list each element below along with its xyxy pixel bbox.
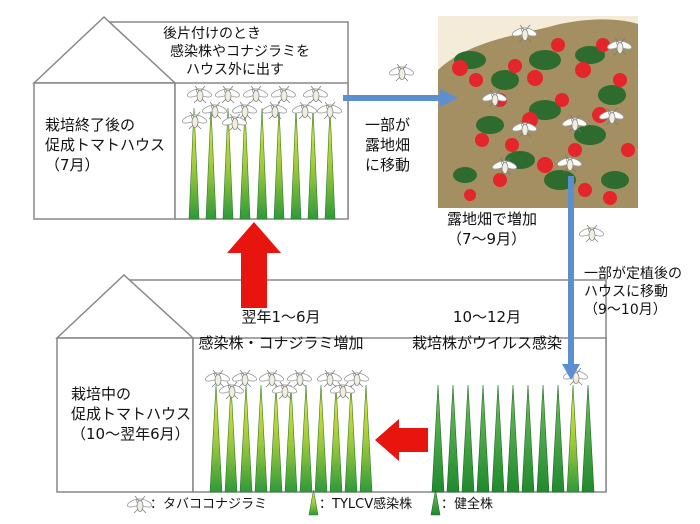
bottom-right-period: 10～12月 — [452, 308, 522, 326]
blue-arrow-to-field — [343, 89, 458, 107]
field-move-3: に移動 — [365, 156, 411, 174]
bottom-infected-plants — [209, 384, 373, 493]
field-move-2: 露地畑 — [365, 136, 411, 154]
right-arrow-text-3: （9～10月） — [584, 302, 667, 318]
field-increase-2: （7～9月） — [447, 230, 527, 248]
infected-plant-new — [566, 384, 580, 493]
legend-infected-icon — [308, 489, 319, 516]
bottom-healthy-plants — [431, 384, 595, 493]
whitefly-moving — [387, 63, 416, 82]
bottom-right-event: 栽培株がウイルス感染 — [411, 334, 563, 352]
bottom-house-label-3: （10～翌年6月） — [71, 425, 190, 443]
legend-healthy-icon — [430, 489, 441, 516]
tomato-field-image — [438, 16, 638, 209]
top-house-label-1: 栽培終了後の — [45, 116, 136, 134]
right-arrow-text-1: 一部が定植後の — [584, 266, 682, 282]
right-arrow-text-2: ハウスに移動 — [584, 284, 668, 300]
blue-arrow-to-house — [562, 176, 580, 380]
legend-whitefly-icon — [125, 495, 154, 514]
top-note-2: 感染株やコナジラミを — [170, 44, 310, 60]
top-house-label-3: （7月） — [45, 156, 100, 174]
top-house-label-2: 促成トマトハウス — [45, 136, 166, 154]
bottom-left-event: 感染株・コナジラミ増加 — [198, 334, 364, 352]
bottom-house-label-2: 促成トマトハウス — [71, 405, 192, 423]
red-arrow-left — [375, 419, 428, 461]
legend-whitefly-label: ：タバココナジラミ — [150, 497, 268, 512]
top-note-1: 後片付けのとき — [163, 26, 261, 42]
top-note-3: ハウス外に出す — [186, 62, 284, 78]
top-infected-plants — [188, 107, 336, 220]
legend-healthy-label: ：健全株 — [441, 497, 494, 512]
red-arrow-up — [227, 222, 281, 308]
legend-infected-label: ：TYLCV感染株 — [319, 497, 413, 512]
field-increase-1: 露地畑で増加 — [447, 210, 538, 228]
bottom-house-label-1: 栽培中の — [71, 385, 132, 403]
field-move-1: 一部が — [365, 116, 411, 134]
whitefly-migrating — [577, 224, 606, 243]
bottom-house — [55, 273, 607, 493]
bottom-left-period: 翌年1～6月 — [241, 308, 321, 326]
